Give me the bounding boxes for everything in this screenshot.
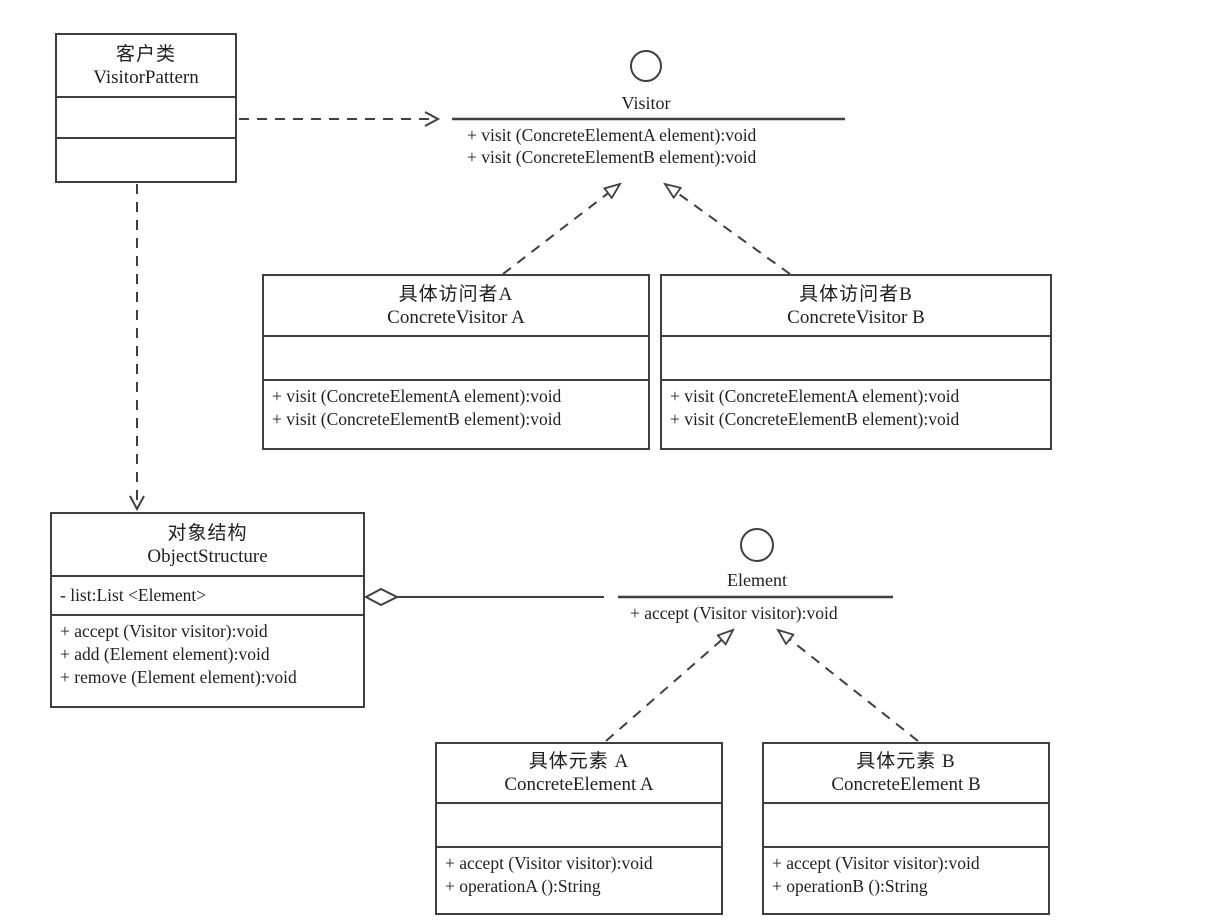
method-item: + visit (ConcreteElementA element):void xyxy=(670,386,960,406)
class-name-cn: 对象结构 xyxy=(167,522,248,544)
methods-compartment: + accept (Visitor visitor):void + operat… xyxy=(437,848,721,913)
realization-arrow-concrete-visitor-a-to-visitor xyxy=(502,184,620,275)
class-name-cn: 具体访问者A xyxy=(398,283,514,305)
class-name-cn: 具体元素 B xyxy=(856,751,956,772)
class-name-cn: 具体元素 A xyxy=(528,751,630,772)
class-name-en: ConcreteElement A xyxy=(504,774,654,795)
class-concrete-element-a: 具体元素 A ConcreteElement A + accept (Visit… xyxy=(435,742,723,915)
class-title: 具体元素 A ConcreteElement A xyxy=(437,744,721,804)
method-item: + visit (ConcreteElementB element):void xyxy=(272,409,562,429)
aggregation-diamond xyxy=(363,587,400,607)
class-title: 具体元素 B ConcreteElement B xyxy=(764,744,1048,804)
attributes-compartment xyxy=(437,804,721,848)
methods-compartment: + accept (Visitor visitor):void + operat… xyxy=(764,848,1048,913)
class-name-en: ConcreteElement B xyxy=(831,774,981,795)
realization-arrow-concrete-visitor-b-to-visitor xyxy=(665,184,791,275)
attribute-item: - list:List <Element> xyxy=(60,585,207,605)
methods-compartment xyxy=(57,139,235,181)
interface-visitor-name: Visitor xyxy=(621,93,671,113)
class-object-structure: 对象结构 ObjectStructure - list:List <Elemen… xyxy=(50,512,365,708)
class-name-cn: 客户类 xyxy=(115,43,176,65)
attributes-compartment xyxy=(264,337,648,381)
attributes-compartment xyxy=(662,337,1050,381)
method-item: + accept (Visitor visitor):void xyxy=(445,853,653,873)
method-item: + visit (ConcreteElementA element):void xyxy=(272,386,562,406)
class-concrete-visitor-b: 具体访问者B ConcreteVisitor B + visit (Concre… xyxy=(660,274,1052,450)
element-interface-circle-icon xyxy=(740,528,774,562)
interface-element-name: Element xyxy=(727,570,787,590)
class-concrete-visitor-a: 具体访问者A ConcreteVisitor A + visit (Concre… xyxy=(262,274,650,450)
class-title: 对象结构 ObjectStructure xyxy=(52,514,363,577)
class-name-en: ObjectStructure xyxy=(147,545,268,567)
class-concrete-element-b: 具体元素 B ConcreteElement B + accept (Visit… xyxy=(762,742,1050,915)
class-client: 客户类 VisitorPattern xyxy=(55,33,237,183)
interface-visitor-methods: + visit (ConcreteElementA element):void … xyxy=(467,124,756,168)
method-item: + accept (Visitor visitor):void xyxy=(772,853,980,873)
method-item: + operationA ():String xyxy=(445,876,601,896)
method-item: + visit (ConcreteElementB element):void xyxy=(467,147,757,167)
class-title: 客户类 VisitorPattern xyxy=(57,35,235,98)
class-title: 具体访问者B ConcreteVisitor B xyxy=(662,276,1050,337)
interface-element-methods: + accept (Visitor visitor):void xyxy=(630,602,838,624)
method-item: + operationB ():String xyxy=(772,876,928,896)
methods-compartment: + visit (ConcreteElementA element):void … xyxy=(662,381,1050,448)
class-name-en: ConcreteVisitor B xyxy=(787,306,925,328)
method-item: + accept (Visitor visitor):void xyxy=(60,621,268,641)
realization-arrow-concrete-element-b-to-element xyxy=(778,630,919,742)
methods-compartment: + accept (Visitor visitor):void + add (E… xyxy=(52,616,363,706)
method-item: + visit (ConcreteElementA element):void xyxy=(467,125,757,145)
class-title: 具体访问者A ConcreteVisitor A xyxy=(264,276,648,337)
attributes-compartment: - list:List <Element> xyxy=(52,577,363,616)
methods-compartment: + visit (ConcreteElementA element):void … xyxy=(264,381,648,448)
attributes-compartment xyxy=(57,98,235,139)
attributes-compartment xyxy=(764,804,1048,848)
method-item: + remove (Element element):void xyxy=(60,667,297,687)
method-item: + accept (Visitor visitor):void xyxy=(630,603,838,623)
visitor-interface-circle-icon xyxy=(630,50,662,82)
class-name-en: VisitorPattern xyxy=(93,66,199,88)
class-name-cn: 具体访问者B xyxy=(799,283,913,305)
realization-arrow-concrete-element-a-to-element xyxy=(605,630,733,742)
method-item: + add (Element element):void xyxy=(60,644,270,664)
method-item: + visit (ConcreteElementB element):void xyxy=(670,409,960,429)
class-name-en: ConcreteVisitor A xyxy=(387,306,525,328)
